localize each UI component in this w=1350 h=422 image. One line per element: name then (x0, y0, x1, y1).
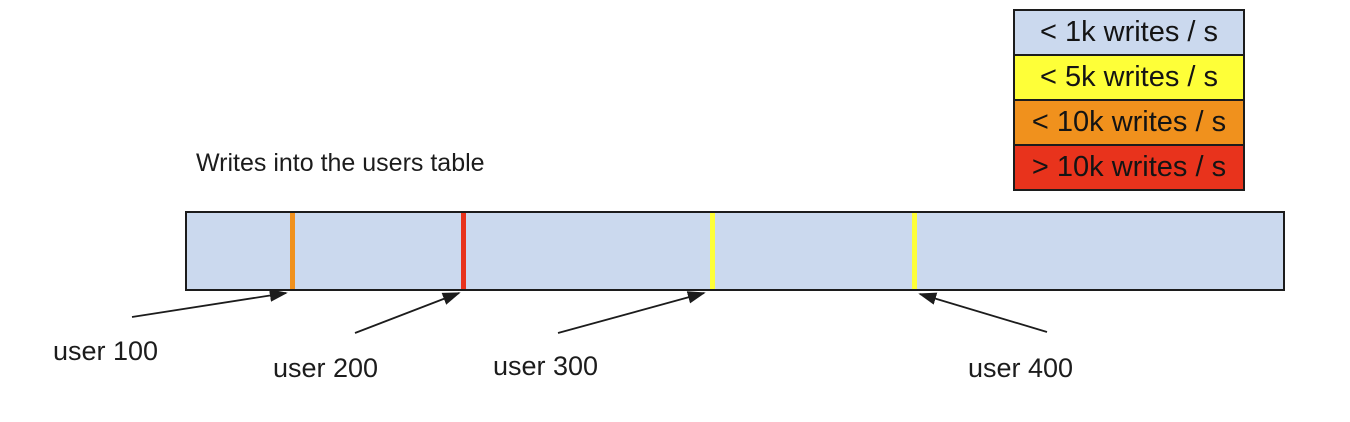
legend-item-lt-1k: < 1k writes / s (1013, 9, 1245, 56)
diagram-title: Writes into the users table (196, 149, 485, 177)
user-label-200: user 200 (273, 353, 379, 383)
legend-item-label: < 5k writes / s (1039, 61, 1219, 93)
user-label-400: user 400 (968, 353, 1074, 383)
legend-item-lt-10k: < 10k writes / s (1013, 99, 1245, 146)
legend: < 1k writes / s < 5k writes / s < 10k wr… (1013, 9, 1245, 191)
write-hotspot-marker-user-200 (461, 213, 466, 289)
user-label-300: user 300 (493, 351, 599, 381)
legend-item-gt-10k: > 10k writes / s (1013, 144, 1245, 191)
legend-item-lt-5k: < 5k writes / s (1013, 54, 1245, 101)
legend-item-label: < 10k writes / s (1031, 106, 1227, 138)
write-hotspot-marker-user-100 (290, 213, 295, 289)
legend-item-label: < 1k writes / s (1039, 16, 1219, 48)
user-label-100: user 100 (53, 336, 159, 366)
legend-item-label: > 10k writes / s (1031, 151, 1227, 183)
users-table-bar (185, 211, 1285, 291)
write-hotspot-marker-user-400 (912, 213, 917, 289)
write-hotspot-marker-user-300 (710, 213, 715, 289)
arrow-lines (131, 289, 1048, 334)
